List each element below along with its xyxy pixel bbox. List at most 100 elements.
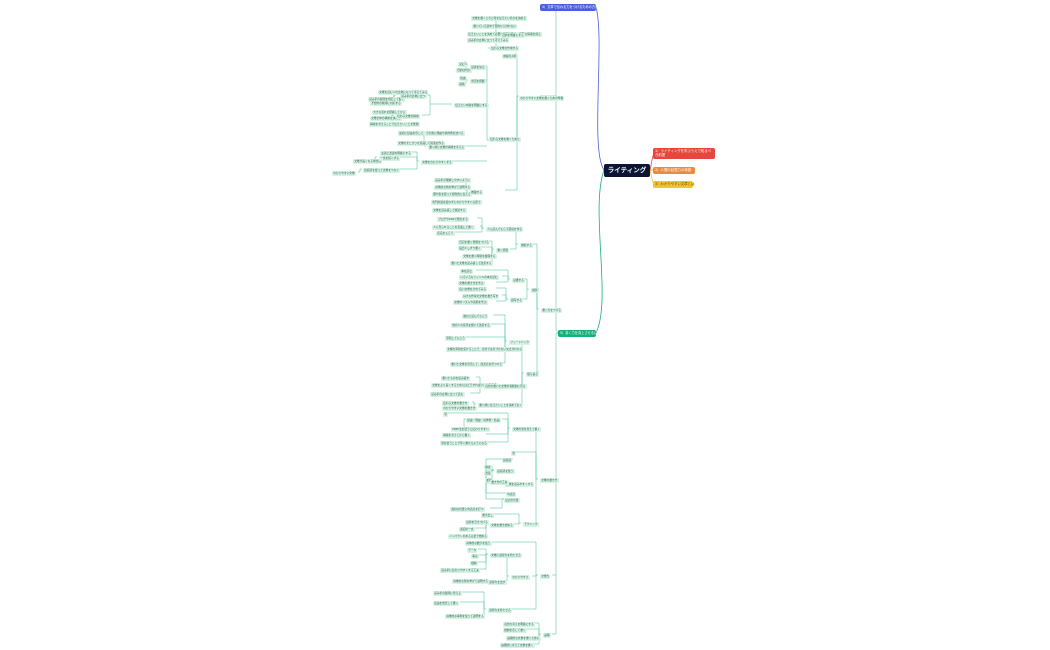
- upper-node-6[interactable]: 前提の共有: [502, 53, 518, 59]
- upper-node-5[interactable]: 目的を明確にする: [501, 32, 525, 38]
- lower-node-43[interactable]: 逆接: [484, 470, 492, 476]
- lower-node-4[interactable]: 日記を書く習慣をつける: [458, 239, 490, 245]
- upper-node-18[interactable]: 伝えたい内容を明確にする: [454, 102, 489, 108]
- upper-node-16[interactable]: 予想外の質問に対応する: [370, 100, 402, 106]
- lower-node-54[interactable]: 最初の一文: [459, 526, 475, 532]
- lower-node-58[interactable]: 具体的な数字を使う: [465, 540, 492, 546]
- lower-node-70[interactable]: 具体的な事例を使って説明する: [445, 613, 485, 619]
- lower-node-74[interactable]: 論理的な文章を書くために: [506, 635, 541, 641]
- lower-node-11[interactable]: いろいろなジャンルの本を読む: [459, 274, 499, 280]
- lower-node-31[interactable]: 伝わる文章の書き方: [442, 400, 469, 406]
- lower-node-37[interactable]: 文章の型を覚えて書く: [512, 426, 542, 432]
- lower-node-76[interactable]: 論理: [543, 632, 551, 638]
- lower-node-22[interactable]: 添削してもらう: [445, 335, 466, 341]
- lower-node-48[interactable]: 読点の位置: [504, 497, 520, 503]
- lower-node-51[interactable]: 適切な位置に句読点を打つ: [450, 506, 485, 512]
- lower-node-26[interactable]: 振り返る: [526, 371, 540, 377]
- lower-node-64[interactable]: 具体的な例を挙げて説明する: [452, 578, 490, 584]
- upper-node-8[interactable]: 読む人: [458, 61, 469, 67]
- central-topic[interactable]: ライティング: [604, 164, 650, 177]
- lower-node-38[interactable]: 構成を考えてから書く: [442, 432, 472, 438]
- upper-node-1[interactable]: 書いている途中で目的から外れない: [472, 23, 518, 29]
- lower-node-36[interactable]: PREP法を使うと伝わりやすい: [451, 426, 490, 432]
- lower-node-30[interactable]: 読み手の立場に立って読む: [430, 391, 465, 397]
- lower-node-24[interactable]: 書いた文章を見直して、改善点を見つける: [450, 361, 504, 367]
- lower-node-67[interactable]: 反論を想定して書く: [433, 600, 460, 606]
- lower-node-6[interactable]: 文章を書く時間を確保する: [462, 253, 497, 259]
- upper-node-32[interactable]: 文章をわかりやすくする: [421, 159, 453, 165]
- upper-node-30[interactable]: わかりやすい文章: [332, 170, 356, 176]
- lower-node-32[interactable]: わかりやすい文章の書き方: [442, 405, 477, 411]
- lower-node-21[interactable]: 他の人の意見を聞いて改善する: [451, 322, 491, 328]
- upper-node-10[interactable]: 読者を知る: [470, 64, 486, 70]
- lower-node-60[interactable]: データ: [467, 547, 478, 553]
- upper-node-21[interactable]: 構成を考えることで伝えたいことを整理: [369, 121, 420, 127]
- upper-node-25[interactable]: 伝わる文章を書くために: [489, 136, 521, 142]
- lower-node-29[interactable]: 自分の書いた文章を客観的に見る: [484, 383, 527, 389]
- lower-node-15[interactable]: 好きな作家の文章を書き写す: [462, 293, 500, 299]
- upper-node-9[interactable]: 目的は何か: [456, 67, 472, 73]
- upper-node-29[interactable]: 一文を短くする: [379, 155, 401, 161]
- lower-node-71[interactable]: 文章力: [540, 573, 551, 579]
- lower-node-73[interactable]: 根拠を示して書く: [503, 627, 527, 633]
- lower-node-5[interactable]: 毎日少しずつ書く: [458, 245, 482, 251]
- lower-node-12[interactable]: 文章の書き方を学ぶ: [458, 280, 485, 286]
- upper-node-24[interactable]: 文章のまとまりを意識して段落を作る: [397, 140, 445, 146]
- lower-node-69[interactable]: 説得力を持たせる: [488, 607, 512, 613]
- upper-node-36[interactable]: 専門用語は使わずにわかりやすい言葉で: [431, 199, 482, 205]
- lower-node-57[interactable]: テクニック: [523, 521, 539, 527]
- lower-node-23[interactable]: 文章の添削を受けることで、自分では気づかない欠点がわかる: [446, 346, 524, 352]
- lower-node-0[interactable]: ブログやSNSで発信する: [437, 216, 469, 222]
- lower-node-14[interactable]: 良い文章をまねてみる: [458, 286, 488, 292]
- upper-node-3[interactable]: 読み手の立場に立って考えてみる: [467, 37, 510, 43]
- lower-node-42[interactable]: 順接: [484, 464, 492, 470]
- upper-node-19[interactable]: 大きな流れを把握してから: [372, 109, 407, 115]
- lower-node-3[interactable]: 人に読んでもらう環境を作る: [486, 226, 524, 232]
- upper-node-13[interactable]: 状況を把握: [470, 78, 486, 84]
- lower-node-65[interactable]: 説得力を出す: [488, 579, 507, 585]
- lower-node-49[interactable]: 書き方の工夫: [490, 479, 509, 485]
- upper-node-4[interactable]: 伝わる文章を作成する: [490, 45, 520, 51]
- upper-node-34[interactable]: 具体的な例を挙げて説明する: [434, 184, 472, 190]
- upper-node-0[interactable]: 文章を書くときに何を伝えたいのかを決める: [471, 15, 528, 21]
- lower-node-72[interactable]: 自分の考えを明確にする: [503, 621, 535, 627]
- lower-node-75[interactable]: 論理的に考えて文章を書く: [500, 642, 535, 648]
- upper-node-26[interactable]: 書く前に文章の構成を考える: [428, 144, 466, 150]
- upper-node-37[interactable]: 文章を読み返して確認する: [432, 207, 467, 213]
- upper-node-28[interactable]: 文章が長くなる場合は: [353, 158, 383, 164]
- lower-node-33[interactable]: 書く前に伝えたいことを決めておく: [478, 402, 524, 408]
- lower-node-62[interactable]: 根拠: [470, 560, 478, 566]
- lower-node-50[interactable]: 文章の書き方: [540, 477, 559, 483]
- lower-node-25[interactable]: フィードバック: [509, 339, 531, 345]
- lower-node-35[interactable]: 結論・理由・具体例・結論: [466, 417, 501, 423]
- lower-node-41[interactable]: 接続詞: [502, 457, 513, 463]
- lower-node-13[interactable]: 読書する: [512, 277, 526, 283]
- lower-node-27[interactable]: 書いたものを読み返す: [441, 375, 471, 381]
- lower-node-68[interactable]: わかりやすさ: [511, 574, 530, 580]
- upper-node-12[interactable]: 感情: [458, 81, 466, 87]
- lower-node-61[interactable]: 事実: [471, 553, 479, 559]
- upper-node-31[interactable]: 接続詞を使って文章をつなぐ: [363, 167, 401, 173]
- upper-node-33[interactable]: 読み手が理解しやすいように: [434, 177, 472, 183]
- upper-node-11[interactable]: 知識: [459, 75, 467, 81]
- lower-node-28[interactable]: 文章をより良くするためにはどうすればいいか考える: [431, 382, 498, 388]
- lower-node-59[interactable]: 文章に説得力を持たせる: [490, 552, 522, 558]
- lower-node-17[interactable]: 模写する: [510, 297, 524, 303]
- upper-node-35[interactable]: 図や表を使って視覚的に伝える: [432, 191, 472, 197]
- lower-node-63[interactable]: 読み手に伝わりやすくする工夫: [440, 567, 480, 573]
- lower-node-2[interactable]: 反応をもらう: [436, 230, 455, 236]
- upper-node-38[interactable]: 推敲する: [470, 189, 484, 195]
- lower-node-9[interactable]: 継続する: [520, 242, 534, 248]
- lower-node-56[interactable]: インパクトのある言葉で始める: [448, 533, 488, 539]
- lower-node-20[interactable]: 誰かに読んでもらう: [462, 313, 489, 319]
- upper-node-15[interactable]: 読み手の疑問を想定して書く: [368, 96, 406, 102]
- upper-node-27[interactable]: 主語と述語を明確にする: [380, 150, 412, 156]
- upper-node-7[interactable]: わかりやすい文章を書くための準備: [519, 95, 565, 101]
- branch-methods[interactable]: 4）文章で伝わる力をつけるための方法: [540, 4, 599, 11]
- lower-node-34[interactable]: 型: [443, 411, 449, 417]
- branch-memory[interactable]: 2）人間の記憶力の特徴: [653, 167, 695, 174]
- branch-premise[interactable]: 1）ライティングを学ぶうえで知るべき前提: [653, 148, 715, 159]
- branch-improve[interactable]: 5）書く力を向上させるには: [558, 330, 601, 337]
- lower-node-40[interactable]: 型: [511, 450, 517, 456]
- upper-node-23[interactable]: 最初に結論を示して、その後に理由や具体例を述べる: [398, 130, 465, 136]
